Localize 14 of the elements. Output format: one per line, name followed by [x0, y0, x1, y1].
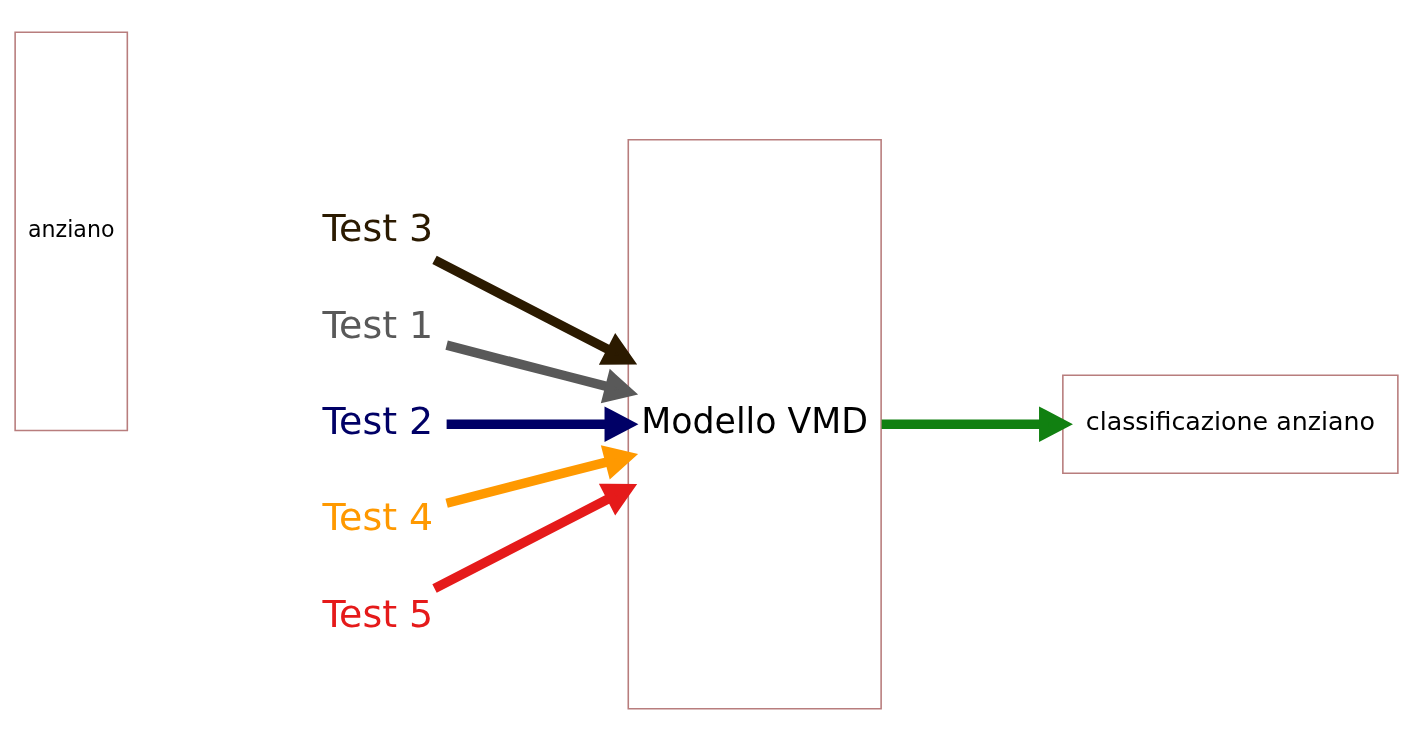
node-text: Test 1: [322, 302, 434, 347]
node-text: Test 4: [322, 495, 434, 540]
node-text: Test 2: [322, 399, 434, 444]
arrow: [446, 406, 639, 443]
arrow: [432, 483, 638, 593]
node-box: anziano: [14, 31, 129, 432]
arrow: [445, 340, 639, 404]
arrow: [445, 445, 639, 508]
node-text: Test 3: [322, 206, 434, 251]
arrow: [881, 406, 1073, 443]
node-box: classificazione anziano: [1062, 374, 1399, 474]
node-box: Modello VMD: [627, 139, 882, 710]
node-text: Test 5: [322, 591, 434, 636]
arrow: [432, 255, 638, 365]
